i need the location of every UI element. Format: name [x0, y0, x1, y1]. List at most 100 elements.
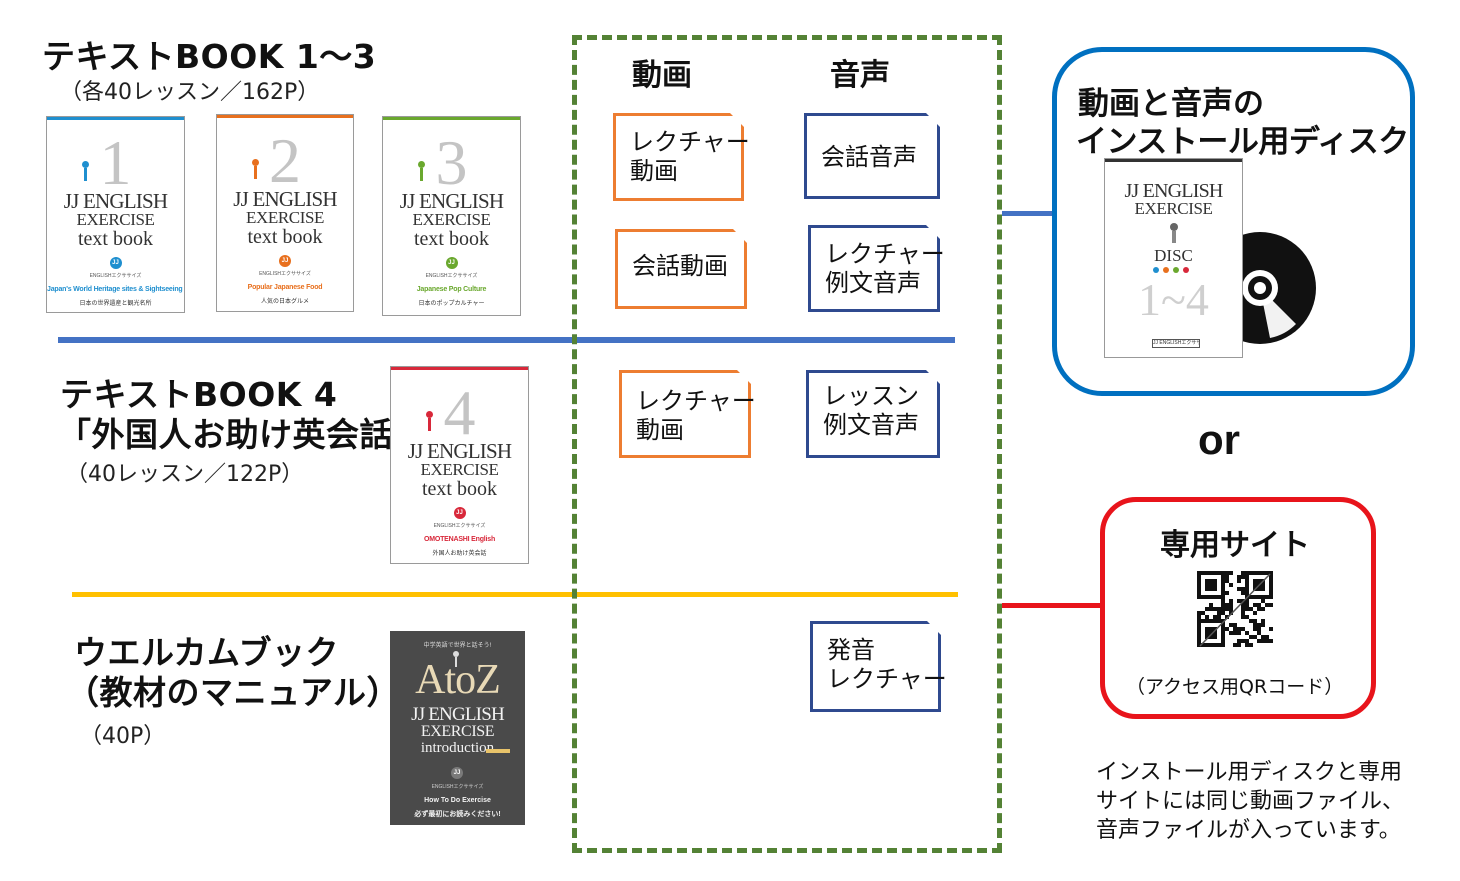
- welcome-book-caption-jp: 必ず最初にお読みください!: [414, 811, 501, 818]
- cover-top-bar: [217, 115, 353, 118]
- card-pronunciation-lecture: 発音 レクチャー: [810, 621, 947, 712]
- column-header-video: 動画: [632, 58, 692, 93]
- card-label: 会話動画: [632, 252, 728, 280]
- cover-caption: OMOTENASHI English: [423, 536, 496, 543]
- disc-box-title-line2: インストール用ディスク: [1076, 124, 1409, 160]
- welcome-book-cover: 中学英語で世界と話そう! AtoZ JJ ENGLISH EXERCISE in…: [390, 631, 525, 825]
- cover-title3: text book: [414, 228, 489, 250]
- site-box-caption: （アクセス用QRコード）: [1126, 676, 1344, 698]
- separator-line-blue: [58, 337, 955, 343]
- jj-logo-icon: JJ: [445, 257, 458, 269]
- jj-logo-icon: JJ: [451, 767, 463, 779]
- cover-caption-jp: 外国人お助け英会話: [432, 551, 487, 557]
- cover-number: 3: [435, 127, 468, 198]
- row2-title-line2: 「外国人お助け英会話」: [58, 415, 427, 454]
- cover-title2: EXERCISE: [420, 460, 499, 479]
- card-label: 会話音声: [821, 143, 917, 171]
- card-label: レクチャー 動画: [636, 387, 756, 444]
- card-lesson-example-audio: レッスン 例文音声: [806, 370, 940, 458]
- jj-logo-icon: JJ: [109, 257, 122, 269]
- disc-case-title2: EXERCISE: [1134, 199, 1213, 218]
- cover-caption-jp: 日本の世界遺産と観光名所: [79, 301, 152, 307]
- cover-caption: Popular Japanese Food: [247, 284, 323, 291]
- cover-title1: JJ ENGLISH: [233, 187, 337, 211]
- column-header-audio: 音声: [830, 58, 890, 93]
- row2-subtitle: （40レッスン／122P）: [66, 462, 304, 487]
- media-dashed-frame: [572, 35, 1002, 853]
- cover-title2: EXERCISE: [76, 210, 155, 229]
- cover-caption-jp: 人気の日本グルメ: [260, 299, 309, 305]
- dedicated-site-box: [1100, 497, 1376, 719]
- figure-icon: [425, 411, 434, 431]
- cover-tiny-label: ENGLISHエクササイズ: [433, 523, 486, 529]
- footnote-line3: 音声ファイルが入っています。: [1096, 818, 1401, 843]
- cover-tiny-label: ENGLISHエクササイズ: [259, 271, 311, 277]
- cover-title1: JJ ENGLISH: [407, 439, 512, 463]
- row3-title-line1: ウエルカムブック: [74, 633, 340, 672]
- figure-icon: [452, 651, 460, 667]
- welcome-book-tiny: ENGLISHエクササイズ: [431, 784, 484, 790]
- welcome-book-caption: How To Do Exercise: [424, 797, 491, 804]
- jj-logo-icon: JJ: [279, 255, 291, 267]
- card-lecture-video: レクチャー 動画: [613, 113, 750, 201]
- cover-title2: EXERCISE: [245, 208, 325, 227]
- cover-number: 2: [269, 125, 301, 196]
- welcome-book-ribbon: [486, 749, 510, 753]
- card-label: レクチャー 動画: [630, 128, 750, 185]
- cover-number: 1: [99, 127, 132, 198]
- footnote-line1: インストール用ディスクと専用: [1096, 760, 1403, 785]
- cover-caption: Japan's World Heritage sites & Sightseei…: [47, 286, 184, 293]
- card-label: 発音 レクチャー: [827, 636, 947, 693]
- separator-line-gold: [72, 592, 958, 597]
- row2-title-line1: テキストBOOK 4: [60, 375, 338, 414]
- welcome-book-title2: EXERCISE: [420, 723, 495, 740]
- card-label: レッスン 例文音声: [823, 382, 919, 439]
- cover-title1: JJ ENGLISH: [399, 189, 504, 213]
- connector-disc: [1002, 211, 1052, 216]
- row3-subtitle: （40P）: [80, 724, 166, 749]
- or-label: or: [1198, 416, 1240, 463]
- card-conversation-audio: 会話音声: [804, 113, 940, 199]
- cover-title1: JJ ENGLISH: [63, 189, 168, 213]
- cover-tiny-label: ENGLISHエクササイズ: [425, 273, 478, 279]
- disc-case-label: DISC: [1154, 246, 1193, 265]
- cover-caption-jp: 日本のポップカルチャー: [418, 301, 485, 307]
- welcome-book-title1: JJ ENGLISH: [411, 704, 505, 725]
- disc-case-title1: JJ ENGLISH: [1124, 180, 1223, 202]
- cover-title3: text book: [247, 226, 323, 248]
- welcome-book-title: AtoZ: [415, 657, 501, 703]
- jj-logo-icon: JJ: [453, 507, 466, 519]
- card-label: レクチャー 例文音声: [825, 240, 945, 297]
- cover-title2: EXERCISE: [412, 210, 491, 229]
- cover-number: 4: [443, 377, 476, 448]
- row3-title-line2: （教材のマニュアル）: [66, 673, 401, 712]
- row1-subtitle: （各40レッスン／162P）: [60, 80, 320, 105]
- welcome-book-tagline: 中学英語で世界と話そう!: [423, 643, 492, 649]
- figure-icon: [1168, 223, 1180, 243]
- card-lecture-video-book4: レクチャー 動画: [619, 370, 756, 458]
- figure-icon: [251, 159, 260, 179]
- connector-site: [1002, 603, 1100, 608]
- cover-top-bar: [47, 117, 184, 120]
- disc-case-range: 1~4: [1138, 274, 1209, 325]
- cover-title3: text book: [422, 478, 497, 500]
- card-lecture-example-audio: レクチャー 例文音声: [808, 225, 945, 312]
- figure-icon: [417, 161, 426, 181]
- footnote-line2: サイトには同じ動画ファイル、: [1096, 789, 1405, 814]
- site-box-title: 専用サイト: [1160, 528, 1310, 563]
- row1-title: テキストBOOK 1〜3: [42, 37, 377, 76]
- cover-caption: Japanese Pop Culture: [416, 286, 487, 293]
- cover-top-bar: [383, 117, 520, 120]
- disc-case: JJ ENGLISH EXERCISE DISC 1~4 JJ ENGLISHエ…: [1104, 158, 1243, 358]
- welcome-book-title3: introduction: [420, 740, 495, 756]
- disc-box-title-line1: 動画と音声の: [1078, 86, 1264, 122]
- cover-top-bar: [391, 367, 528, 370]
- disc-color-dots: [1153, 267, 1195, 273]
- disc-case-footer: JJ ENGLISHエクササイズ: [1152, 339, 1200, 348]
- figure-icon: [81, 161, 90, 181]
- cover-title3: text book: [78, 228, 153, 250]
